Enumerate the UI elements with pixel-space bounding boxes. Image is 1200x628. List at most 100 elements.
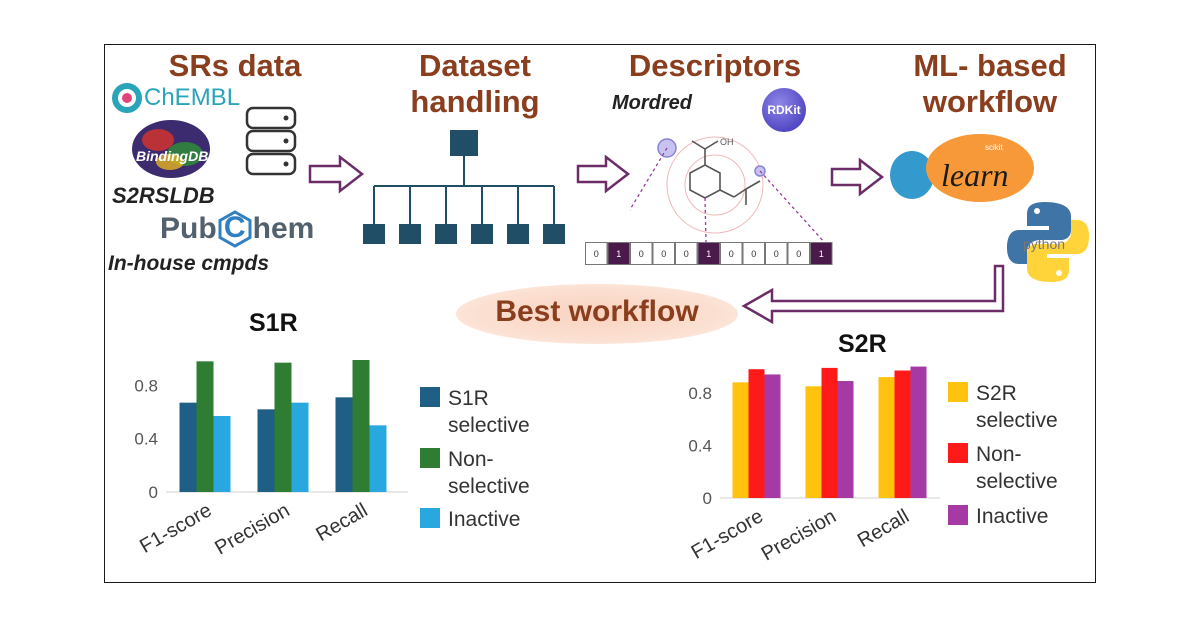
bit-cell xyxy=(787,242,810,265)
bit-value: 0 xyxy=(751,249,756,259)
bar xyxy=(291,402,309,492)
bar xyxy=(837,381,854,498)
bar xyxy=(352,360,370,492)
s2r-legend-text-inactive: Inactive xyxy=(976,505,1049,528)
bit-cell xyxy=(630,242,653,265)
bit-cell xyxy=(810,242,833,265)
arrow-sources-to-dataset xyxy=(308,154,365,194)
pubchem-text-a: Pub xyxy=(160,212,217,245)
pubchem-logo: Pub C hem xyxy=(160,210,314,248)
x-tick-label: Precision xyxy=(211,499,293,559)
bar xyxy=(878,377,895,498)
best-workflow-badge xyxy=(456,284,738,344)
bit-cell xyxy=(675,242,698,265)
s2r-legend-swatch-selective xyxy=(948,382,968,402)
s1r-legend-swatch-inactive xyxy=(420,508,440,528)
s1r-legend-inactive: Inactive xyxy=(420,506,520,533)
bit-cell xyxy=(652,242,675,265)
s2r-legend-inactive: Inactive xyxy=(948,503,1048,530)
s2r-chart-title: S2R xyxy=(838,330,887,358)
x-tick-label: F1-score xyxy=(136,499,215,558)
x-tick-label: Recall xyxy=(312,499,371,546)
s2r-legend-selective: S2R selective xyxy=(948,380,1058,434)
s2rsldb-label: S2RSLDB xyxy=(112,183,215,208)
chembl-logo: ChEMBL xyxy=(112,83,240,113)
bar xyxy=(821,367,838,498)
s1r-legend-text-inactive: Inactive xyxy=(448,508,521,531)
bar xyxy=(196,361,214,492)
bit-value: 0 xyxy=(639,249,644,259)
bindingdb-logo: BindingDB xyxy=(130,118,212,180)
heading-descriptors: Descriptors xyxy=(628,48,802,83)
s2r-legend-swatch-nonselective xyxy=(948,443,968,463)
bar xyxy=(764,374,781,498)
bit-cell xyxy=(742,242,765,265)
bit-value: 0 xyxy=(594,249,599,259)
rdkit-logo: RDKit xyxy=(762,88,806,132)
sklearn-icon xyxy=(890,134,1034,202)
python-icon xyxy=(1007,202,1089,282)
s1r-legend-swatch-selective xyxy=(420,387,440,407)
y-tick-label: 0 xyxy=(149,483,158,502)
python-text: python xyxy=(1023,236,1066,252)
bar xyxy=(257,409,275,492)
y-tick-label: 0.8 xyxy=(688,384,712,403)
s1r-legend-swatch-nonselective xyxy=(420,448,440,468)
s2r-legend-nonselective: Non- selective xyxy=(948,441,1058,495)
x-tick-label: Precision xyxy=(758,505,840,565)
bit-value: 1 xyxy=(706,249,711,259)
sklearn-logo: scikit learn xyxy=(888,133,1038,203)
heading-dataset-line1: Dataset xyxy=(419,48,531,83)
bit-value: 0 xyxy=(661,249,666,259)
y-tick-label: 0.4 xyxy=(688,436,712,455)
heading-srs-data: SRs data xyxy=(168,48,302,83)
bar xyxy=(805,386,822,498)
python-logo: python xyxy=(1005,198,1091,286)
s2r-legend-text-selective: S2R selective xyxy=(976,382,1058,432)
bit-cell xyxy=(607,242,630,265)
x-tick-label: F1-score xyxy=(688,505,767,564)
arrow-descriptors-to-ml xyxy=(830,157,885,197)
s2r-legend-swatch-inactive xyxy=(948,505,968,525)
bar xyxy=(179,402,197,492)
chembl-icon xyxy=(112,83,142,113)
arrow-ml-to-best xyxy=(741,264,1005,325)
bit-cell xyxy=(720,242,743,265)
bit-value: 0 xyxy=(796,249,801,259)
oh-label: OH xyxy=(720,137,734,147)
best-workflow-label: Best workflow xyxy=(495,295,699,328)
s1r-chart-title: S1R xyxy=(249,309,298,337)
inhouse-label: In-house cmpds xyxy=(108,252,270,275)
bit-value: 0 xyxy=(684,249,689,259)
database-icon xyxy=(245,106,297,176)
bar xyxy=(732,382,749,498)
y-tick-label: 0.4 xyxy=(134,430,158,449)
bit-cell xyxy=(585,242,608,265)
heading-ml-line2: workflow xyxy=(922,84,1058,119)
heading-ml-line1: ML- based xyxy=(913,48,1067,83)
pubchem-text-b: hem xyxy=(252,212,315,245)
bit-value: 1 xyxy=(616,249,621,259)
y-tick-label: 0.8 xyxy=(134,376,158,395)
molecule-diagram: OH xyxy=(630,136,826,244)
bar xyxy=(910,366,927,498)
rdkit-text: RDKit xyxy=(767,103,801,117)
x-tick-label: Recall xyxy=(854,505,913,552)
bar xyxy=(335,397,353,492)
heading-dataset-handling: Dataset handling xyxy=(380,48,570,120)
heading-ml-workflow: ML- based workflow xyxy=(890,48,1090,120)
bit-value: 1 xyxy=(819,249,824,259)
bar xyxy=(213,416,231,492)
chembl-text: ChEMBL xyxy=(144,84,241,111)
s1r-legend-selective: S1R selective xyxy=(420,385,530,439)
dataset-tree-icon xyxy=(363,130,565,244)
s1r-legend-text-selective: S1R selective xyxy=(448,387,530,437)
bit-cell xyxy=(697,242,720,265)
bar xyxy=(369,425,387,492)
bar xyxy=(748,369,765,498)
heading-dataset-line2: handling xyxy=(410,84,540,119)
bit-value: 0 xyxy=(729,249,734,259)
